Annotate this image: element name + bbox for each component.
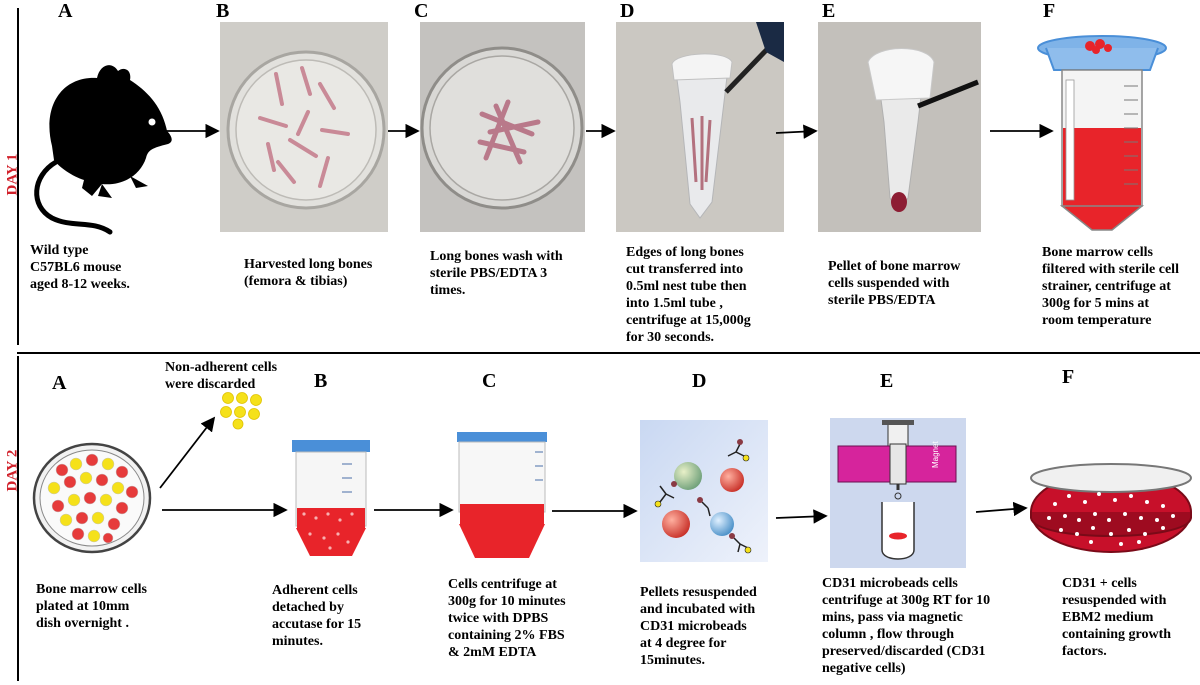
magnetic-column-illustration: Magnet (830, 418, 966, 568)
day2-label: DAY 2 (4, 449, 21, 492)
day2-step-f-caption: CD31 + cells resuspended with EBM2 mediu… (1062, 576, 1172, 659)
plated-dish-illustration (30, 440, 155, 555)
day1-step-e-caption: Pellet of bone marrow cells suspended wi… (828, 259, 961, 308)
day1-step-b-letter: B (216, 0, 230, 22)
day1-step-d-caption: Edges of long bones cut transferred into… (626, 245, 751, 345)
day1-label: DAY 1 (4, 153, 21, 196)
day1-step-c-letter: C (414, 0, 429, 22)
day-divider (17, 352, 1200, 354)
tube-cut-bones-photo (616, 22, 784, 232)
centrifuge-tube-strainer-illustration (1032, 24, 1172, 234)
petri-dish-washed-bones-photo (420, 22, 585, 232)
arrow-d2-e-f (975, 501, 1028, 517)
day2-step-c-letter: C (482, 370, 497, 392)
discarded-cells-illustration (218, 390, 270, 430)
day1-step-a-letter: A (58, 0, 73, 22)
left-border-day1 (17, 8, 19, 345)
day1-step-c-caption: Long bones wash with sterile PBS/EDTA 3 … (430, 249, 563, 298)
day2-step-d-letter: D (692, 370, 707, 392)
arrow-d2-a-discard (159, 416, 216, 489)
left-border-day2 (17, 356, 19, 681)
day2-step-e-caption: CD31 microbeads cells centrifuge at 300g… (822, 576, 991, 676)
day2-step-c-caption: Cells centrifuge at 300g for 10 minutes … (448, 577, 566, 660)
day2-step-e-letter: E (880, 370, 894, 392)
day2-step-b-letter: B (314, 370, 328, 392)
day2-step-b-caption: Adherent cells detached by accutase for … (272, 583, 362, 649)
day2-step-a-caption: Bone marrow cells plated at 10mm dish ov… (36, 582, 147, 631)
cd31-microbeads-illustration (640, 420, 768, 562)
detached-cells-tube-illustration (290, 438, 372, 568)
magnet-text: Magnet (931, 441, 940, 468)
day1-step-e-letter: E (822, 0, 836, 22)
discarded-cells-caption: Non-adherent cells were discarded (165, 360, 278, 392)
cd31-positive-cells-dish-illustration (1025, 458, 1197, 560)
arrow-d2-d-e (775, 509, 828, 524)
petri-dish-harvested-bones-photo (220, 22, 388, 232)
day1-step-f-letter: F (1043, 0, 1056, 22)
centrifuged-cells-tube-illustration (455, 430, 550, 570)
day2-step-f-letter: F (1062, 366, 1075, 388)
day1-step-a-caption: Wild type C57BL6 mouse aged 8-12 weeks. (30, 243, 130, 292)
day2-step-d-caption: Pellets resuspended and incubated with C… (640, 585, 757, 668)
tube-pellet-photo (818, 22, 981, 232)
mouse-illustration (22, 36, 182, 236)
day1-step-d-letter: D (620, 0, 635, 22)
day2-step-a-letter: A (52, 372, 67, 394)
day1-step-b-caption: Harvested long bones (femora & tibias) (244, 257, 373, 289)
day1-step-f-caption: Bone marrow cells filtered with sterile … (1042, 245, 1179, 328)
